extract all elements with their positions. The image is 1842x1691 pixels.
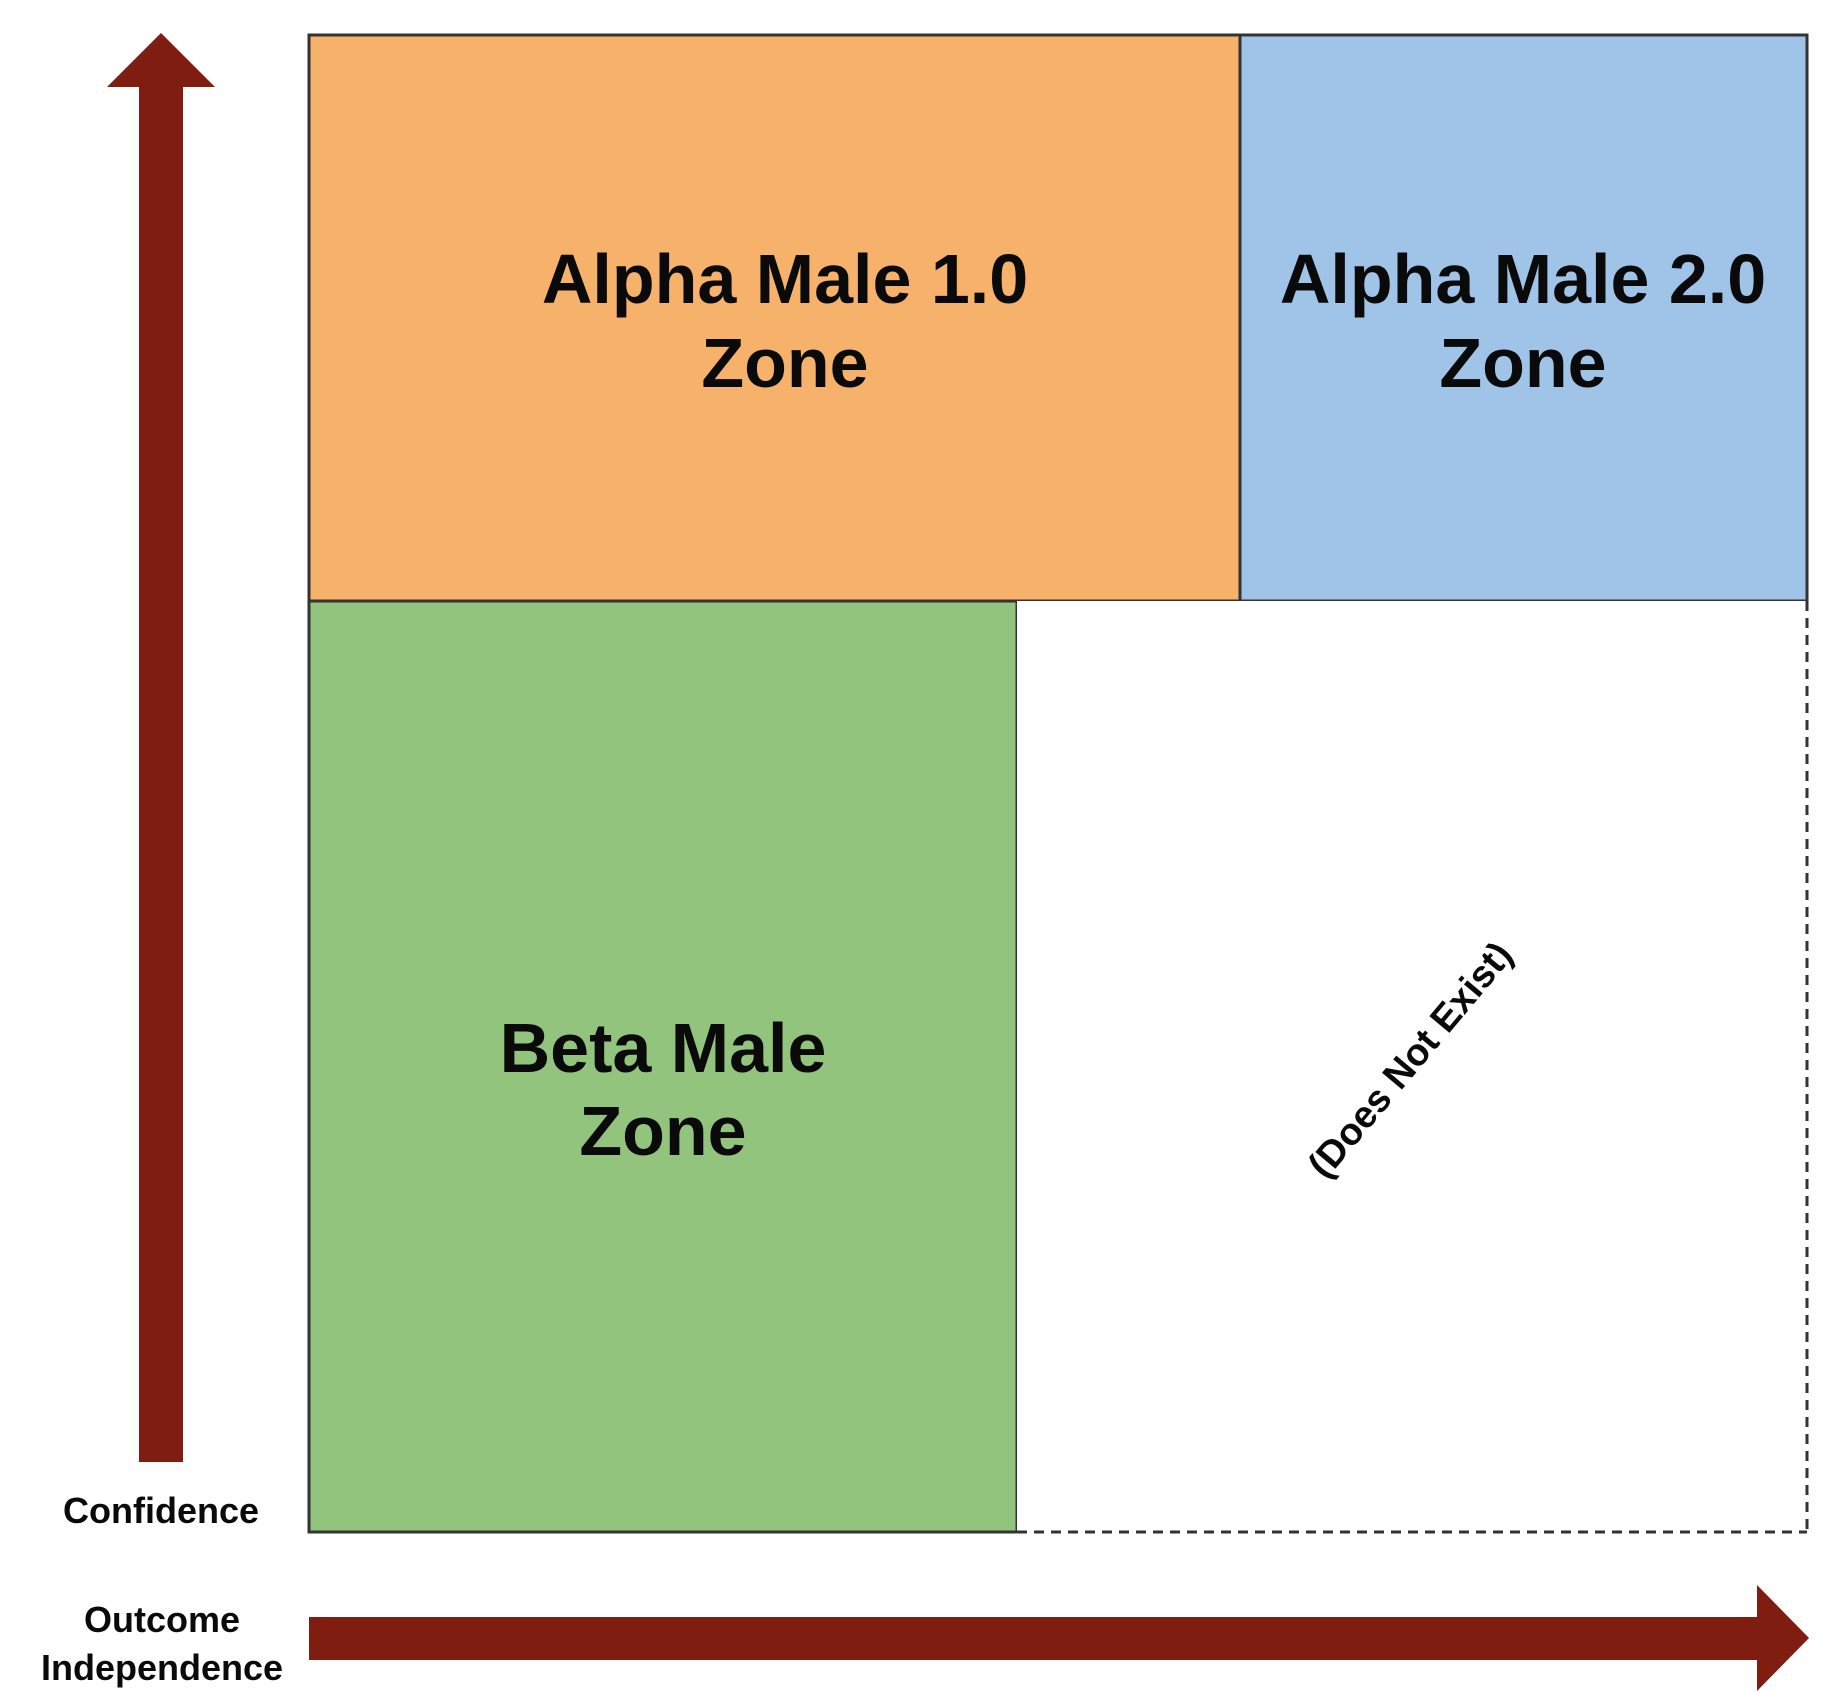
zone-alpha-male-1-box — [307, 33, 1242, 603]
zone-does-not-exist-box — [1017, 601, 1807, 1532]
zone-beta-male: Beta Male Zone — [307, 599, 1019, 1534]
zone-beta-male-title: Beta Male — [500, 1009, 827, 1087]
zone-alpha-male-2-title: Alpha Male 2.0 — [1280, 240, 1766, 318]
zone-alpha-male-1: Alpha Male 1.0 Zone — [307, 33, 1242, 603]
zone-alpha-male-2-box — [1238, 33, 1809, 603]
zone-beta-male-box — [307, 599, 1019, 1534]
confidence-axis-label: Confidence — [63, 1490, 259, 1531]
zone-alpha-male-2-subtitle: Zone — [1439, 324, 1606, 402]
zone-alpha-male-1-title: Alpha Male 1.0 — [542, 240, 1028, 318]
confidence-axis-arrow — [107, 33, 215, 1462]
zone-beta-male-subtitle: Zone — [579, 1092, 746, 1170]
outcome-independence-axis-label-line2: Independence — [41, 1647, 283, 1688]
outcome-independence-axis-label-line1: Outcome — [84, 1599, 240, 1640]
zone-does-not-exist: (Does Not Exist) — [1017, 601, 1809, 1534]
zone-alpha-male-1-subtitle: Zone — [701, 324, 868, 402]
outcome-independence-axis-arrow — [309, 1585, 1809, 1691]
zone-alpha-male-2: Alpha Male 2.0 Zone — [1238, 33, 1809, 603]
